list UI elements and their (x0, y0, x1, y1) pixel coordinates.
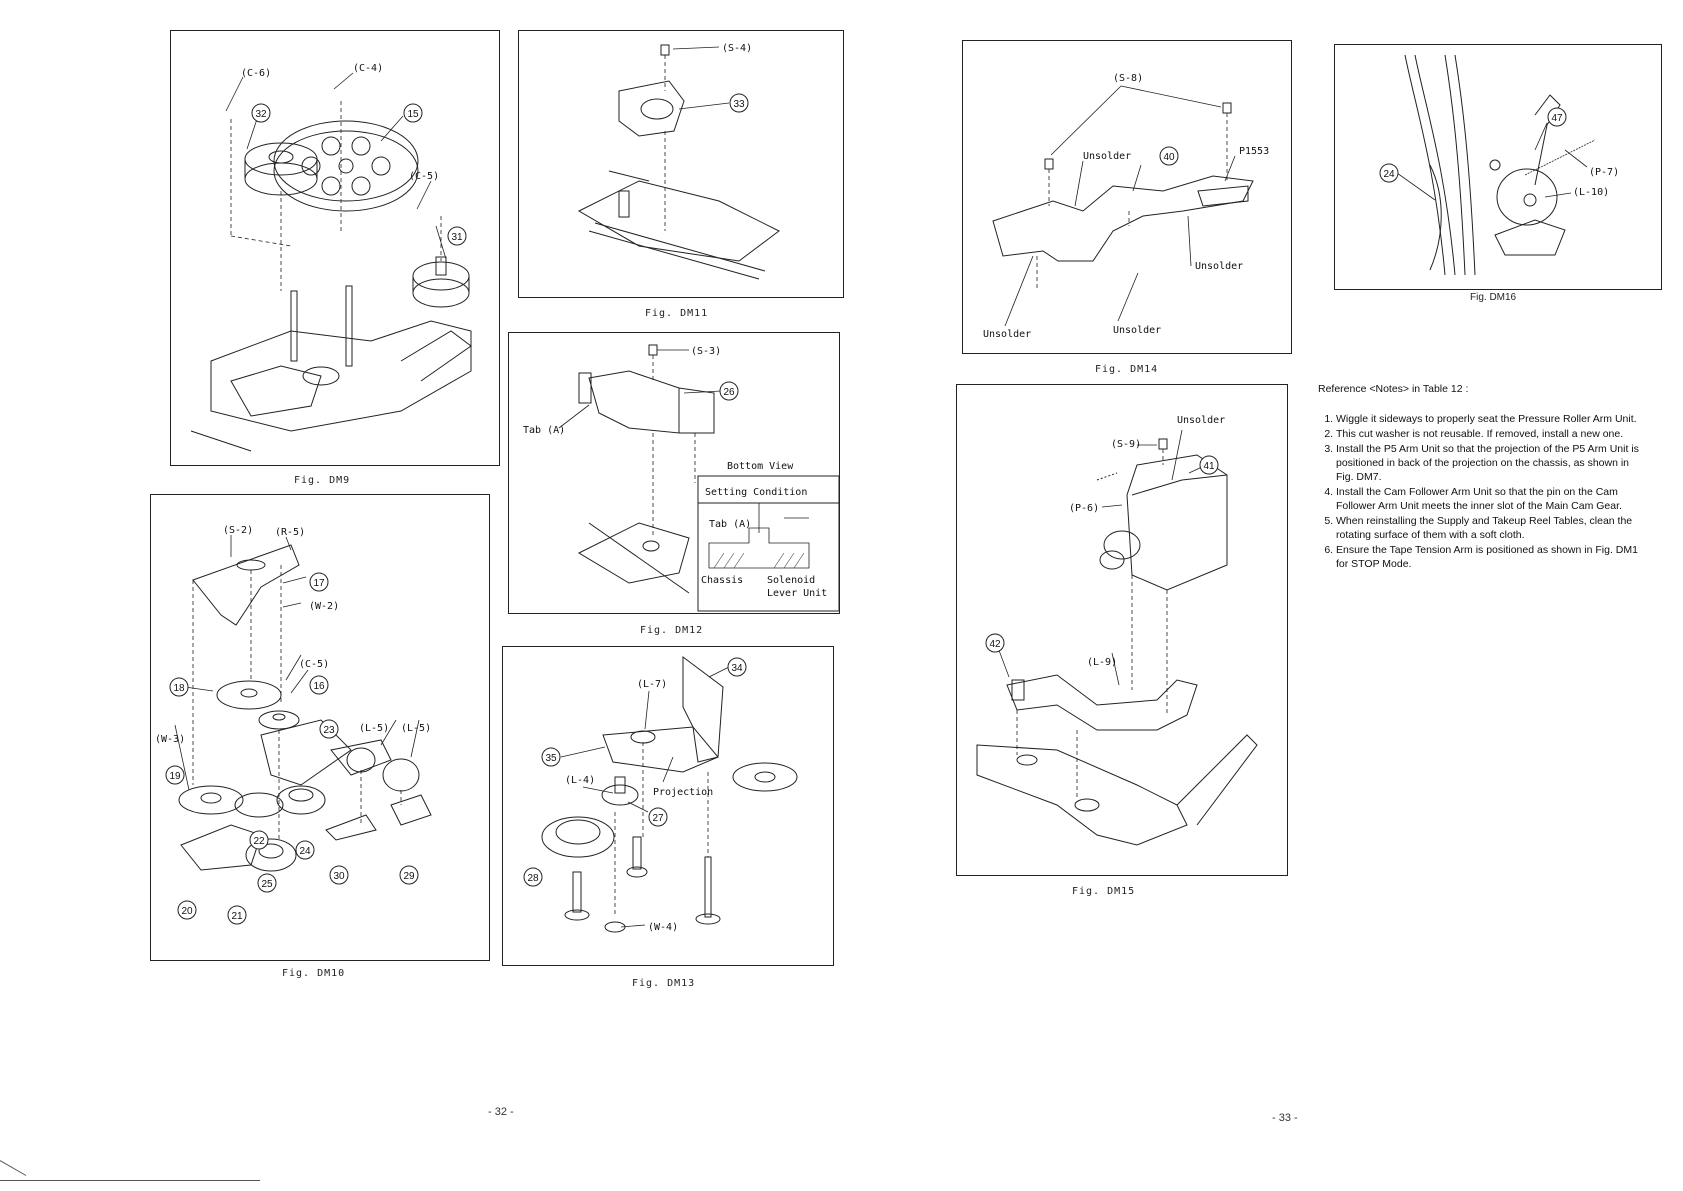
dm14-label-unsolder-a: Unsolder (1083, 151, 1131, 162)
dm12-label-tab-inner: Tab (A) (709, 519, 751, 530)
dm13-callout-34: 34 (731, 663, 743, 674)
dm16-caption: Fig. DM16 (1470, 292, 1517, 303)
dm11-caption: Fig. DM11 (645, 308, 709, 319)
figure-dm9: (C-6) (C-4) (C-5) 15 31 32 (170, 30, 500, 466)
dm16-label-p7: (P-7) (1589, 167, 1619, 178)
dm13-callout-28: 28 (527, 873, 539, 884)
dm10-callout-21: 21 (231, 911, 243, 922)
dm9-caption: Fig. DM9 (294, 475, 351, 486)
dm13-drawing: (L-7) (L-4) Projection (W-4) 34 35 27 28 (523, 656, 798, 933)
dm12-drawing: (S-3) Tab (A) Bottom View Setting Condit… (523, 344, 839, 612)
note-item: Install the Cam Follower Arm Unit so tha… (1336, 485, 1648, 513)
dm16-callout-24: 24 (1383, 169, 1395, 180)
dm10-callout-20: 20 (181, 906, 193, 917)
dm12-label-lever-unit: Lever Unit (767, 588, 827, 599)
dm14-caption: Fig. DM14 (1095, 364, 1159, 375)
dm11-label-s4: (S-4) (722, 43, 752, 54)
dm15-callout-42: 42 (989, 639, 1001, 650)
dm14-label-unsolder-c: Unsolder (983, 329, 1031, 340)
dm12-label-tab: Tab (A) (523, 425, 565, 436)
dm12-label-s3: (S-3) (691, 346, 721, 357)
dm11-callout-33: 33 (733, 99, 745, 110)
dm13-label-projection: Projection (653, 787, 713, 798)
dm10-label-l5a: (L-5) (359, 723, 389, 734)
dm10-callout-30: 30 (333, 871, 345, 882)
dm10-callout-18: 18 (173, 683, 185, 694)
dm10-drawing: (S-2) (R-5) (W-2) (C-5) (W-3) (L-5) (L-5… (155, 525, 432, 925)
dm9-label-c6: (C-6) (241, 68, 271, 79)
dm12-label-setting-condition: Setting Condition (705, 487, 807, 498)
note-item: When reinstalling the Supply and Takeup … (1336, 514, 1648, 542)
dm12-label-bottom-view: Bottom View (727, 461, 794, 472)
dm10-label-l5b: (L-5) (401, 723, 431, 734)
dm12-label-chassis: Chassis (701, 575, 743, 586)
dm13-label-l4: (L-4) (565, 775, 595, 786)
dm14-drawing: (S-8) Unsolder P1553 Unsolder Unsolder U… (983, 73, 1269, 340)
dm15-caption: Fig. DM15 (1072, 886, 1136, 897)
note-item: Ensure the Tape Tension Arm is positione… (1336, 543, 1648, 571)
dm13-callout-27: 27 (652, 813, 664, 824)
figure-dm12: (S-3) Tab (A) Bottom View Setting Condit… (508, 332, 840, 614)
dm10-label-c5: (C-5) (299, 659, 329, 670)
notes-list: Wiggle it sideways to properly seat the … (1318, 412, 1648, 571)
dm14-label-s8: (S-8) (1113, 73, 1143, 84)
scan-mark (0, 1160, 27, 1176)
dm10-callout-17: 17 (313, 578, 325, 589)
dm13-callout-35: 35 (545, 753, 557, 764)
dm15-label-p6: (P-6) (1069, 503, 1099, 514)
dm15-label-unsolder: Unsolder (1177, 415, 1225, 426)
figure-dm14: (S-8) Unsolder P1553 Unsolder Unsolder U… (962, 40, 1292, 354)
dm11-drawing: (S-4) 33 (577, 43, 780, 280)
dm10-callout-16: 16 (313, 681, 325, 692)
dm9-callout-15: 15 (407, 109, 419, 120)
dm10-callout-22: 22 (253, 836, 265, 847)
dm16-callout-47: 47 (1551, 113, 1563, 124)
dm15-drawing: Unsolder (S-9) (P-6) (L-9) 41 42 (976, 415, 1258, 846)
dm9-callout-32: 32 (255, 109, 267, 120)
dm10-callout-24: 24 (299, 846, 311, 857)
notes-heading: Reference <Notes> in Table 12 : (1318, 383, 1469, 395)
dm15-callout-41: 41 (1203, 461, 1215, 472)
dm10-label-w2: (W-2) (309, 601, 339, 612)
dm14-label-unsolder-d: Unsolder (1113, 325, 1161, 336)
figure-dm10: (S-2) (R-5) (W-2) (C-5) (W-3) (L-5) (L-5… (150, 494, 490, 961)
page-number-right: - 33 - (1272, 1112, 1298, 1124)
figure-dm11: (S-4) 33 (518, 30, 844, 298)
dm12-label-solenoid: Solenoid (767, 575, 815, 586)
figure-dm15: Unsolder (S-9) (P-6) (L-9) 41 42 (956, 384, 1288, 876)
note-item: This cut washer is not reusable. If remo… (1336, 427, 1648, 441)
dm12-caption: Fig. DM12 (640, 625, 704, 636)
page-number-left: - 32 - (488, 1106, 514, 1118)
dm10-callout-25: 25 (261, 879, 273, 890)
dm9-callout-31: 31 (451, 232, 463, 243)
figure-dm16: (P-7) (L-10) 47 24 (1334, 44, 1662, 290)
figure-dm13: (L-7) (L-4) Projection (W-4) 34 35 27 28 (502, 646, 834, 966)
dm10-label-r5: (R-5) (275, 527, 305, 538)
dm10-callout-23: 23 (323, 725, 335, 736)
dm9-label-c4: (C-4) (353, 63, 383, 74)
scan-mark (0, 1180, 260, 1181)
dm14-label-unsolder-b: Unsolder (1195, 261, 1243, 272)
dm9-drawing: (C-6) (C-4) (C-5) 15 31 32 (190, 63, 472, 452)
note-item: Install the P5 Arm Unit so that the proj… (1336, 442, 1648, 484)
dm16-drawing: (P-7) (L-10) 47 24 (1379, 54, 1619, 276)
dm15-label-l9: (L-9) (1087, 657, 1117, 668)
dm12-callout-26: 26 (723, 387, 735, 398)
dm13-label-l7: (L-7) (637, 679, 667, 690)
dm13-caption: Fig. DM13 (632, 978, 696, 989)
dm10-callout-29: 29 (403, 871, 415, 882)
dm10-label-w3: (W-3) (155, 734, 185, 745)
dm10-caption: Fig. DM10 (282, 968, 346, 979)
note-item: Wiggle it sideways to properly seat the … (1336, 412, 1648, 426)
dm14-callout-40: 40 (1163, 152, 1175, 163)
dm15-label-s9: (S-9) (1111, 439, 1141, 450)
dm10-callout-19: 19 (169, 771, 181, 782)
dm10-label-s2: (S-2) (223, 525, 253, 536)
dm14-label-p1553: P1553 (1239, 146, 1269, 157)
notes-section: Reference <Notes> in Table 12 : Wiggle i… (1318, 382, 1648, 572)
dm13-label-w4: (W-4) (648, 922, 678, 933)
dm9-label-c5: (C-5) (409, 171, 439, 182)
dm16-label-l10: (L-10) (1573, 187, 1609, 198)
